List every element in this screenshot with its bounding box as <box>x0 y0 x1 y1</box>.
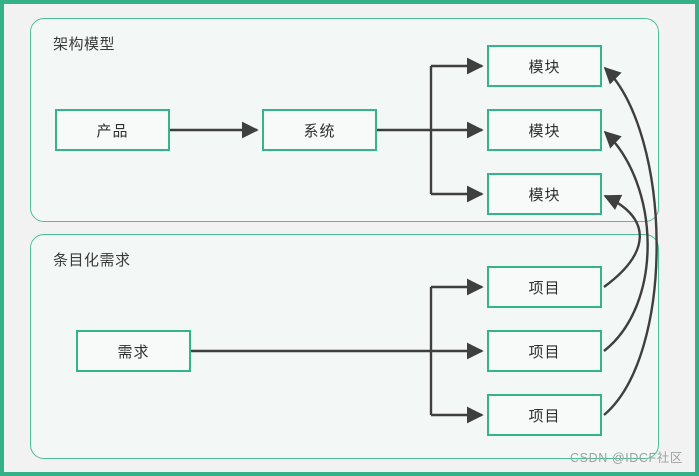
node-product[interactable]: 产品 <box>55 109 170 151</box>
node-module-3[interactable]: 模块 <box>487 173 602 215</box>
watermark: CSDN @IDCF社区 <box>570 451 683 465</box>
node-item-2[interactable]: 项目 <box>487 330 602 372</box>
node-item-1[interactable]: 项目 <box>487 266 602 308</box>
node-requirement[interactable]: 需求 <box>76 330 191 372</box>
node-system[interactable]: 系统 <box>262 109 377 151</box>
panel-itemized-requirements-title: 条目化需求 <box>53 252 131 269</box>
node-module-2[interactable]: 模块 <box>487 109 602 151</box>
node-module-1[interactable]: 模块 <box>487 45 602 87</box>
panel-architecture-model-title: 架构模型 <box>53 36 116 53</box>
node-item-3[interactable]: 项目 <box>487 394 602 436</box>
